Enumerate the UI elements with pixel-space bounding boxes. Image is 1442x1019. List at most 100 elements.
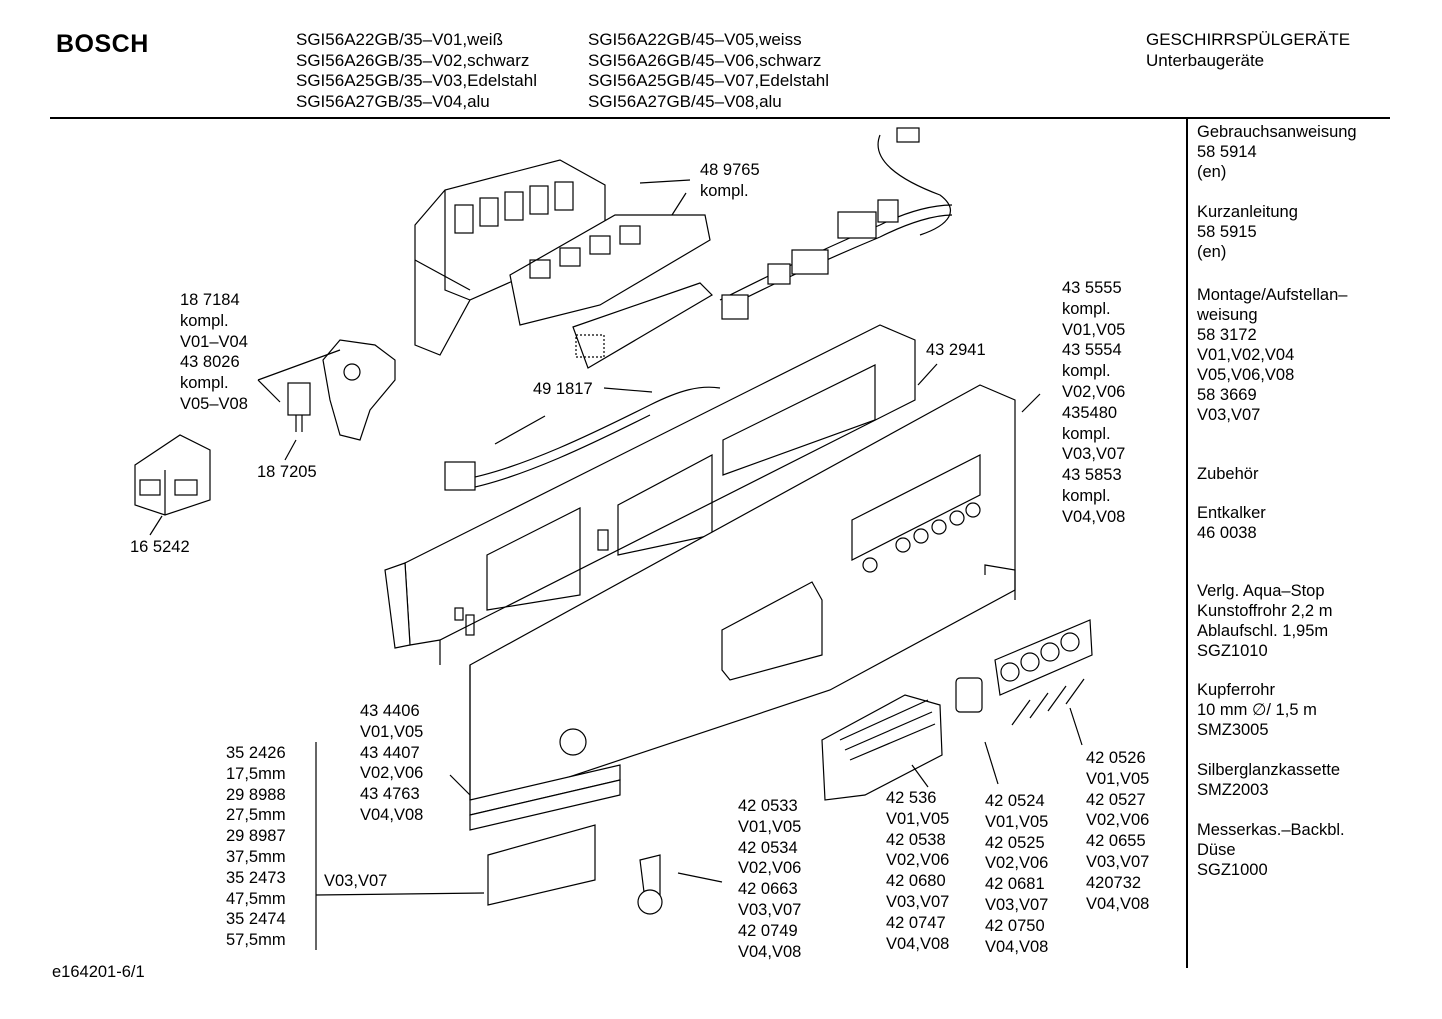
part-text: 42 0533: [738, 797, 798, 815]
sidebar-text: Messerkas.–Backbl.: [1197, 821, 1345, 839]
valve-part: [257, 339, 396, 441]
sidebar-text: 58 5915: [1197, 223, 1257, 241]
part-text: 42 0538: [886, 830, 946, 849]
sidebar-text: 46 0038: [1197, 524, 1257, 542]
part-text: 18 7205: [257, 463, 317, 481]
part-text: 43 5554: [1062, 341, 1122, 360]
sidebar-text: (en): [1197, 243, 1227, 261]
sidebar-text: V05,V06,V08: [1197, 366, 1295, 384]
model-line: SGI56A25GB/35–V03,Edelstahl: [296, 71, 537, 90]
part-label-165242: 16 5242: [130, 537, 190, 558]
button-strip-part: [994, 619, 1093, 746]
model-line: SGI56A27GB/45–V08,alu: [588, 91, 782, 111]
part-text: V01,V05: [886, 809, 950, 828]
part-text: V04,V08: [738, 942, 802, 961]
part-text: V03,V07: [1062, 445, 1126, 464]
part-text: V03,V07: [985, 895, 1049, 914]
sidebar-block-descaler: Entkalker 46 0038: [1197, 503, 1266, 543]
part-label-435555: 43 5555 kompl. V01,V05 43 5554 kompl. V0…: [1062, 278, 1125, 528]
part-label-352426: 35 2426 17,5mm 29 8988 27,5mm 29 8987 37…: [226, 743, 286, 951]
sidebar-text: Kunstoffrohr 2,2 m: [1197, 602, 1333, 620]
part-text: 57,5mm: [226, 931, 286, 950]
model-line: SGI56A26GB/45–V06,schwarz: [588, 50, 822, 70]
part-text: 420732: [1086, 873, 1142, 892]
sidebar-text: Ablaufschl. 1,95m: [1197, 622, 1329, 640]
sidebar-block-quickguide: Kurzanleitung 58 5915 (en): [1197, 202, 1298, 262]
part-label-491817: 49 1817: [533, 379, 593, 400]
part-text: 42 0525: [985, 833, 1045, 852]
sidebar-text: SMZ2003: [1197, 781, 1269, 799]
sidebar-text: Silberglanzkassette: [1197, 761, 1341, 779]
part-text: 35 2473: [226, 868, 286, 887]
sidebar-text: Gebrauchsanweisung: [1197, 123, 1357, 141]
sidebar-text: V01,V02,V04: [1197, 346, 1295, 364]
part-text: 29 8988: [226, 785, 286, 804]
sidebar-block-aquastop: Verlg. Aqua–Stop Kunstoffrohr 2,2 m Abla…: [1197, 581, 1332, 661]
sidebar-text: Zubehör: [1197, 465, 1259, 483]
sidebar-divider: [1186, 118, 1188, 968]
part-text: V02,V06: [1062, 382, 1126, 401]
sidebar-block-cutlery: Messerkas.–Backbl. Düse SGZ1000: [1197, 820, 1345, 880]
part-text: V01–V04: [180, 332, 248, 351]
part-text: V04,V08: [1062, 507, 1126, 526]
part-label-420524: 42 0524 V01,V05 42 0525 V02,V06 42 0681 …: [985, 791, 1048, 957]
model-line: SGI56A27GB/35–V04,alu: [296, 91, 490, 111]
leader-line: [603, 387, 653, 393]
part-text: 435480: [1062, 403, 1118, 422]
inner-panel-frame: [384, 324, 938, 665]
part-text: 42 0524: [985, 792, 1045, 810]
part-text: 37,5mm: [226, 847, 286, 866]
part-text: V01,V05: [738, 817, 802, 836]
sidebar-text: V03,V07: [1197, 406, 1261, 424]
part-text: 42 0680: [886, 872, 946, 891]
sidebar-text: Entkalker: [1197, 504, 1266, 522]
part-text: 43 2941: [926, 341, 986, 359]
sidebar-text: Kupferrohr: [1197, 681, 1275, 699]
part-text: kompl.: [180, 311, 229, 330]
part-label-187205: 18 7205: [257, 462, 317, 483]
part-text: V03,V07: [324, 872, 388, 890]
sidebar-block-installation: Montage/Aufstellan– weisung 58 3172 V01,…: [1197, 285, 1347, 425]
sidebar-text: SMZ3005: [1197, 721, 1269, 739]
sidebar-text: 58 5914: [1197, 143, 1257, 161]
part-text: 18 7184: [180, 291, 240, 309]
part-text: V03,V07: [1086, 852, 1150, 871]
front-panel: [469, 384, 1041, 801]
part-label-420526: 42 0526 V01,V05 42 0527 V02,V06 42 0655 …: [1086, 748, 1149, 914]
sidebar-text: 58 3172: [1197, 326, 1257, 344]
part-text: V02,V06: [886, 851, 950, 870]
part-text: 42 0747: [886, 913, 946, 932]
part-text: 42 0534: [738, 838, 798, 857]
part-text: kompl.: [180, 374, 229, 393]
sidebar-text: Düse: [1197, 841, 1236, 859]
sidebar-block-silver: Silberglanzkassette SMZ2003: [1197, 760, 1340, 800]
category-subtitle: Unterbaugeräte: [1146, 50, 1265, 70]
part-text: 48 9765: [700, 161, 760, 179]
part-text: 42 0527: [1086, 790, 1146, 809]
bottom-strips: [315, 742, 621, 950]
part-text: 16 5242: [130, 538, 190, 556]
part-text: 43 4763: [360, 785, 420, 804]
part-text: 42 0526: [1086, 749, 1146, 767]
model-list-1: SGI56A22GB/35–V01,weiß SGI56A26GB/35–V02…: [296, 30, 537, 112]
part-label-489765: 48 9765 kompl.: [700, 160, 760, 202]
model-line: SGI56A22GB/45–V05,weiss: [588, 30, 802, 49]
part-text: kompl.: [700, 181, 749, 200]
part-text: V01,V05: [360, 722, 424, 741]
part-text: 42 536: [886, 789, 937, 807]
brand-logo: BOSCH: [56, 30, 149, 58]
part-text: 35 2426: [226, 744, 286, 762]
part-label-187184: 18 7184 kompl. V01–V04 43 8026 kompl. V0…: [180, 290, 248, 415]
model-list-2: SGI56A22GB/45–V05,weiss SGI56A26GB/45–V0…: [588, 30, 829, 112]
part-text: 29 8987: [226, 827, 286, 846]
header-divider: [50, 117, 1390, 119]
part-text: 42 0655: [1086, 832, 1146, 851]
part-text: 43 4406: [360, 702, 420, 720]
part-text: V02,V06: [738, 859, 802, 878]
sidebar-block-manual: Gebrauchsanweisung 58 5914 (en): [1197, 122, 1357, 182]
model-line: SGI56A26GB/35–V02,schwarz: [296, 50, 530, 70]
part-text: 42 0750: [985, 916, 1045, 935]
electronic-module: [414, 159, 711, 356]
model-line: SGI56A22GB/35–V01,weiß: [296, 30, 503, 49]
